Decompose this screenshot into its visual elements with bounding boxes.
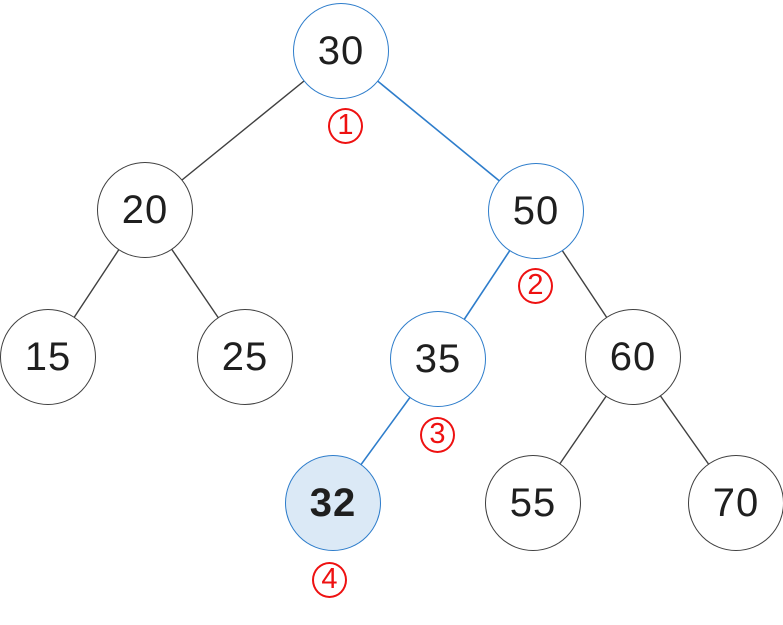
- tree-node-15: 15: [0, 309, 96, 405]
- tree-node-30: 30: [293, 3, 389, 99]
- tree-node-35: 35: [390, 311, 486, 407]
- tree-node-55: 55: [485, 455, 581, 551]
- tree-node-50: 50: [488, 163, 584, 259]
- tree-node-25: 25: [197, 309, 293, 405]
- step-badge-1: 1: [328, 108, 363, 144]
- tree-node-32-inserted: 32: [285, 455, 381, 551]
- tree-node-20: 20: [97, 162, 193, 258]
- step-badge-3: 3: [420, 417, 455, 453]
- step-badge-2: 2: [518, 268, 553, 304]
- step-badge-4: 4: [312, 562, 347, 598]
- tree-node-70: 70: [688, 455, 783, 551]
- tree-node-60: 60: [585, 309, 681, 405]
